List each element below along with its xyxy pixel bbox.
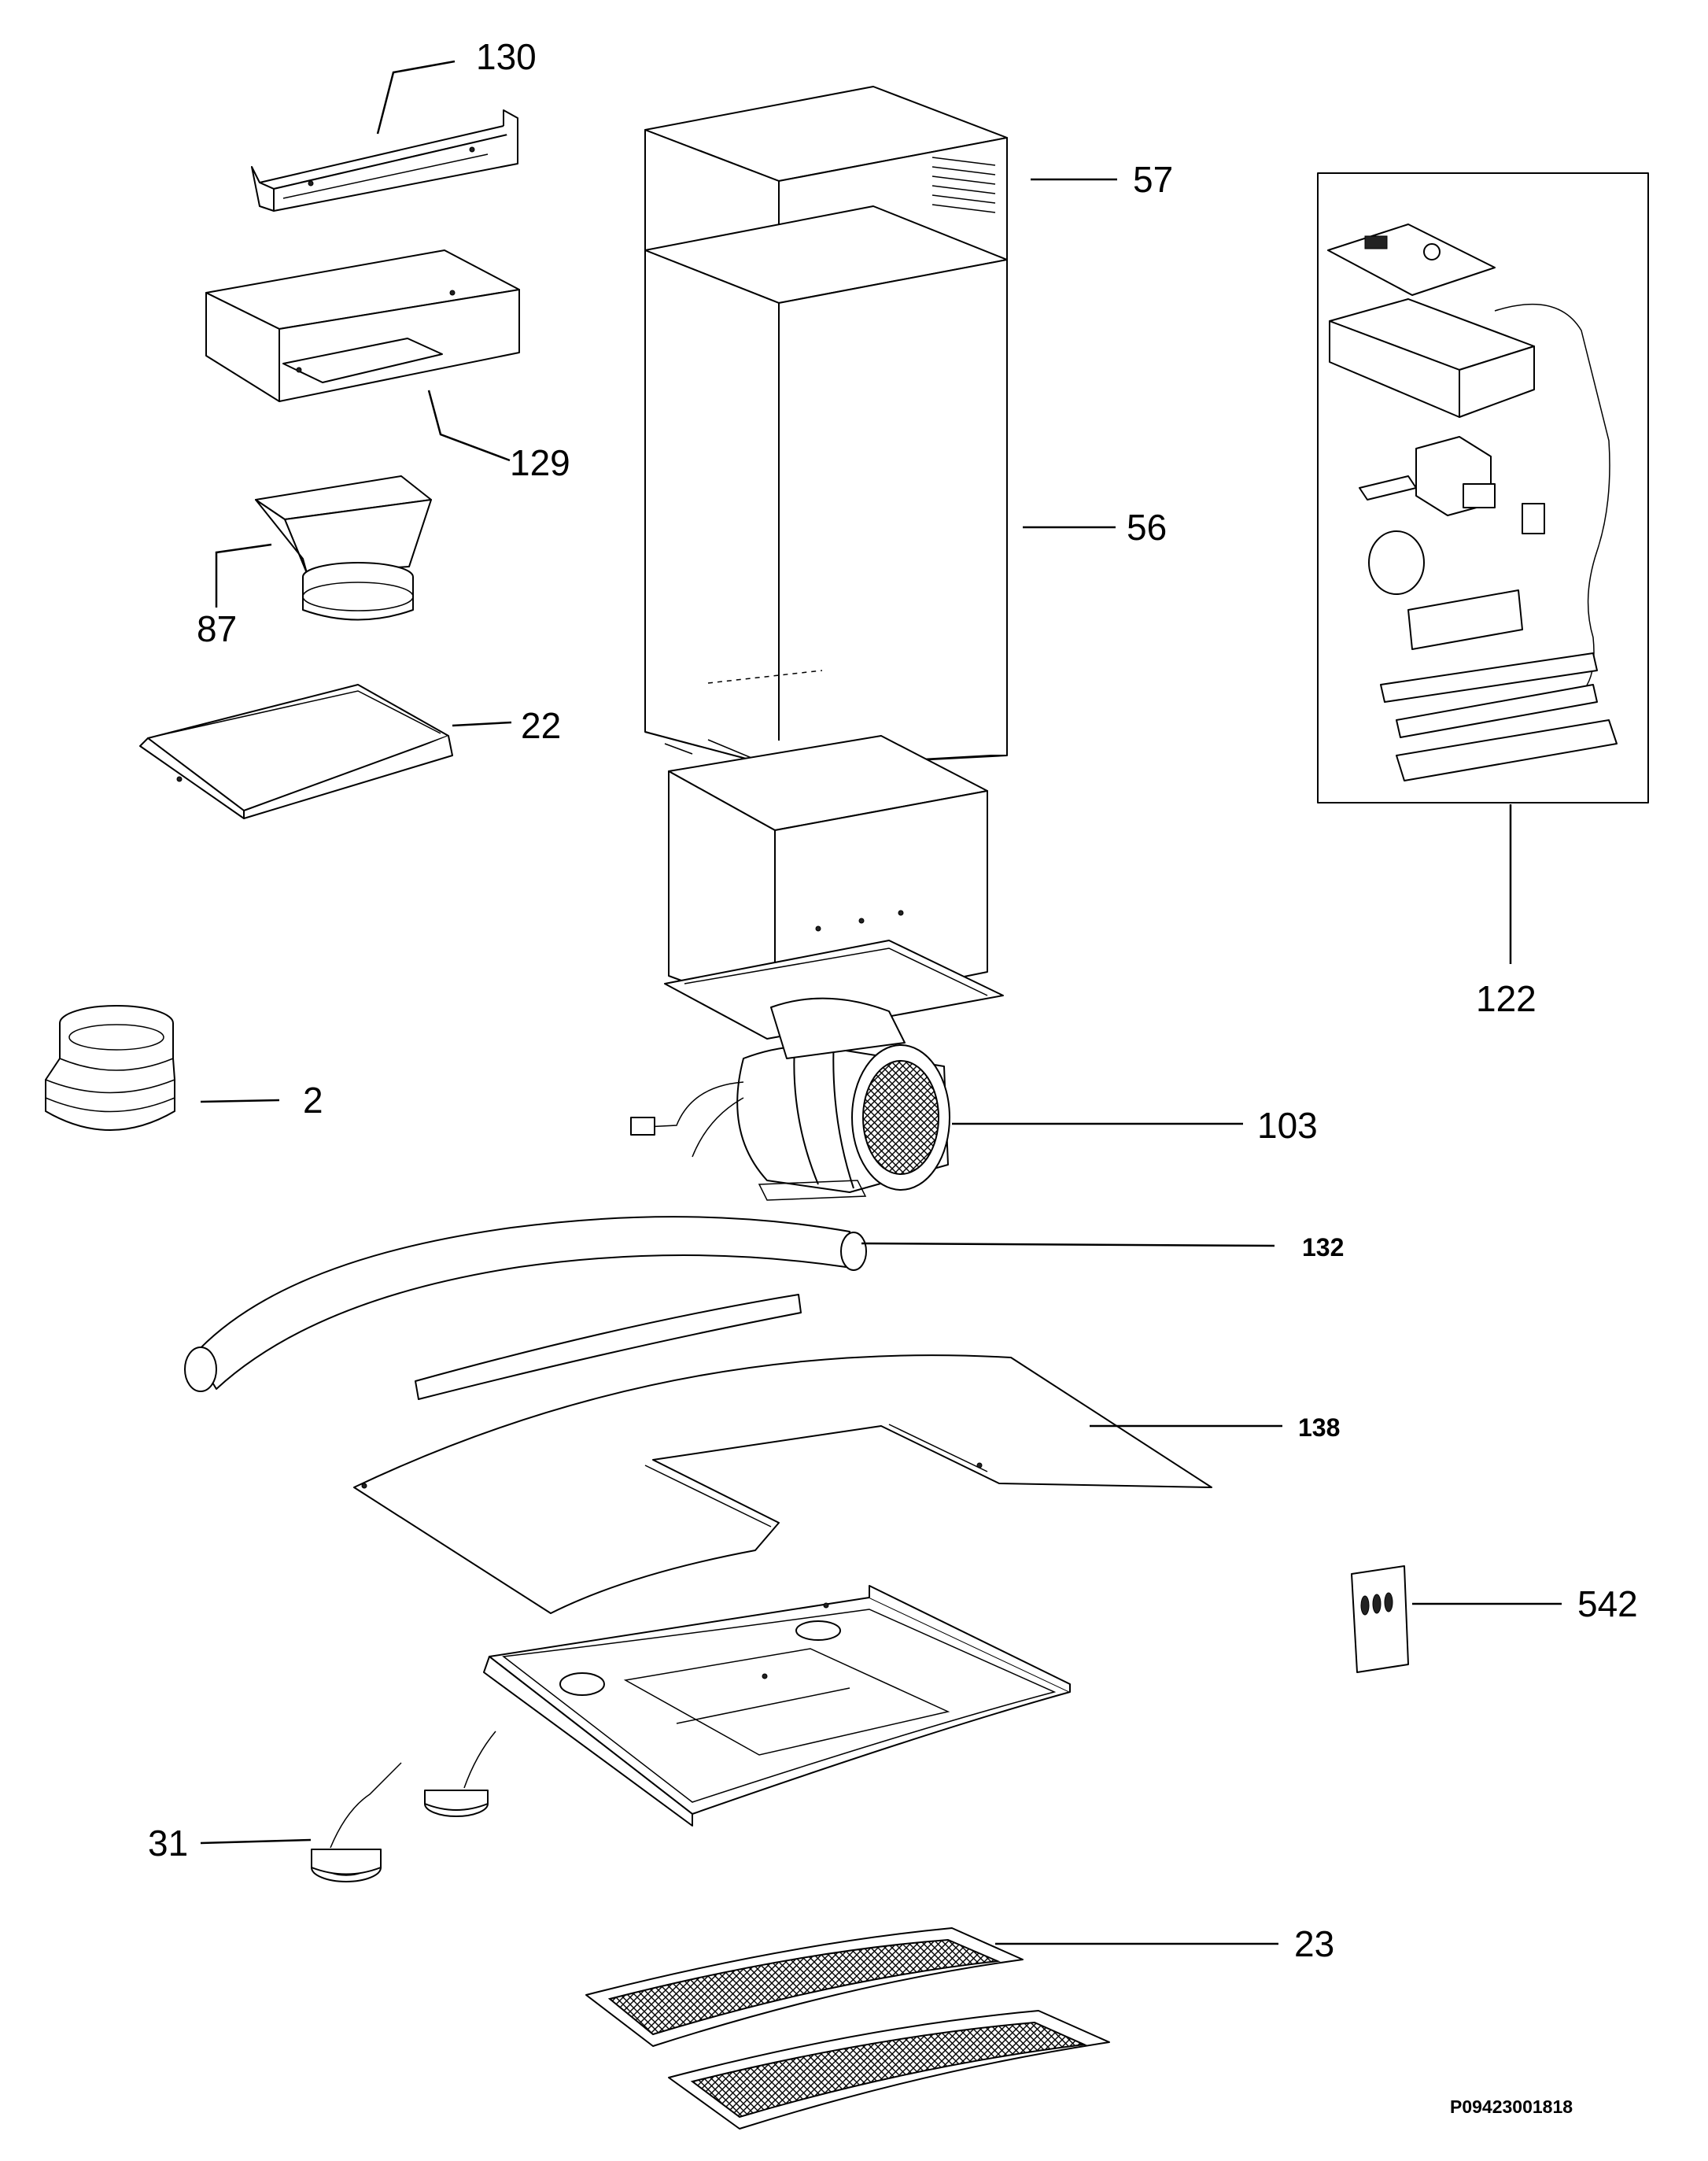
callout-23: 23: [1294, 1923, 1334, 1964]
callout-87: 87: [197, 608, 237, 649]
vent-louvres: [932, 157, 995, 212]
callout-132: 132: [1302, 1233, 1344, 1262]
part-87-adapter[interactable]: [256, 476, 431, 620]
motor-housing[interactable]: [665, 736, 1003, 1039]
reference-code: P09423001818: [1450, 2096, 1573, 2117]
hood-canopy[interactable]: [484, 1586, 1070, 1826]
callout-56: 56: [1127, 507, 1167, 548]
callout-129: 129: [510, 442, 570, 483]
part-22-tray[interactable]: [140, 685, 452, 818]
leader-130: [378, 61, 455, 134]
part-138-curved-glass[interactable]: [354, 1355, 1212, 1613]
part-122-electronics-kit[interactable]: [1318, 173, 1648, 803]
part-129-filter-box[interactable]: [206, 250, 519, 401]
callout-22: 22: [521, 705, 561, 746]
leader-132: [861, 1243, 1275, 1246]
callout-122: 122: [1476, 978, 1536, 1019]
part-132-hose[interactable]: [185, 1217, 866, 1391]
part-23-grease-filters[interactable]: [586, 1928, 1109, 2129]
leader-31: [201, 1840, 311, 1843]
callout-103: 103: [1257, 1105, 1318, 1146]
leader-22: [452, 722, 511, 726]
part-2-duct-ring[interactable]: [46, 1006, 175, 1130]
leader-87: [216, 545, 271, 608]
callout-138: 138: [1298, 1413, 1340, 1442]
part-103-blower[interactable]: [631, 999, 950, 1200]
part-542-plate[interactable]: [1352, 1566, 1408, 1672]
part-56-lower-chimney[interactable]: [645, 206, 1007, 767]
callout-57: 57: [1133, 159, 1173, 200]
glass-support-strip[interactable]: [415, 1295, 801, 1399]
leader-129: [429, 390, 510, 460]
callout-31: 31: [148, 1823, 188, 1864]
callout-130: 130: [476, 36, 537, 77]
part-31-lamps[interactable]: [312, 1731, 496, 1882]
part-130-bracket[interactable]: [252, 110, 518, 211]
callout-542: 542: [1577, 1583, 1638, 1624]
leader-2: [201, 1100, 279, 1102]
callout-2: 2: [303, 1080, 323, 1121]
